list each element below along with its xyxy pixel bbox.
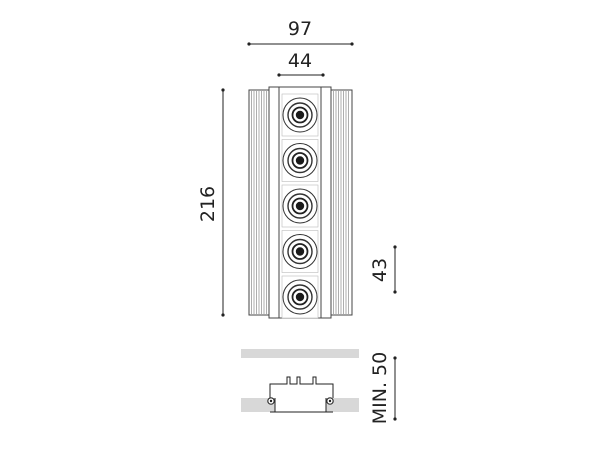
lamp-modules — [281, 93, 319, 319]
luminaire-section-view — [241, 349, 359, 413]
lamp-led-icon — [295, 110, 305, 120]
lamp-module — [281, 275, 319, 319]
lamp-led-icon — [295, 292, 305, 302]
ceiling-board-left — [241, 398, 275, 412]
overall-width-label: 97 — [288, 18, 312, 40]
right-frame-bar — [320, 86, 332, 319]
luminaire-top-view — [248, 86, 353, 319]
ceiling-plane — [241, 349, 359, 358]
left-frame-bar — [268, 86, 280, 319]
module-width-label: 44 — [288, 50, 312, 72]
lamp-module — [281, 93, 319, 137]
dimension-module-width: 44 — [277, 50, 325, 77]
ceiling-board-right — [326, 398, 359, 412]
right-heatsink-fins — [333, 91, 349, 314]
dimension-module-pitch: 43 — [369, 245, 397, 294]
dimension-overall-width: 97 — [247, 18, 354, 46]
dimension-overall-height: 216 — [197, 88, 225, 317]
left-heatsink-fins — [251, 91, 267, 314]
lamp-led-icon — [295, 156, 305, 165]
lamp-module — [281, 139, 319, 182]
lamp-module — [281, 230, 319, 273]
dimension-min-depth: MIN. 50 — [369, 352, 397, 424]
lamp-led-icon — [295, 201, 305, 211]
housing-outline — [269, 376, 334, 398]
lamp-module — [281, 184, 319, 228]
overall-height-label: 216 — [197, 186, 219, 222]
min-depth-label: MIN. 50 — [369, 352, 391, 424]
module-pitch-label: 43 — [369, 258, 391, 282]
lamp-led-icon — [295, 247, 305, 256]
